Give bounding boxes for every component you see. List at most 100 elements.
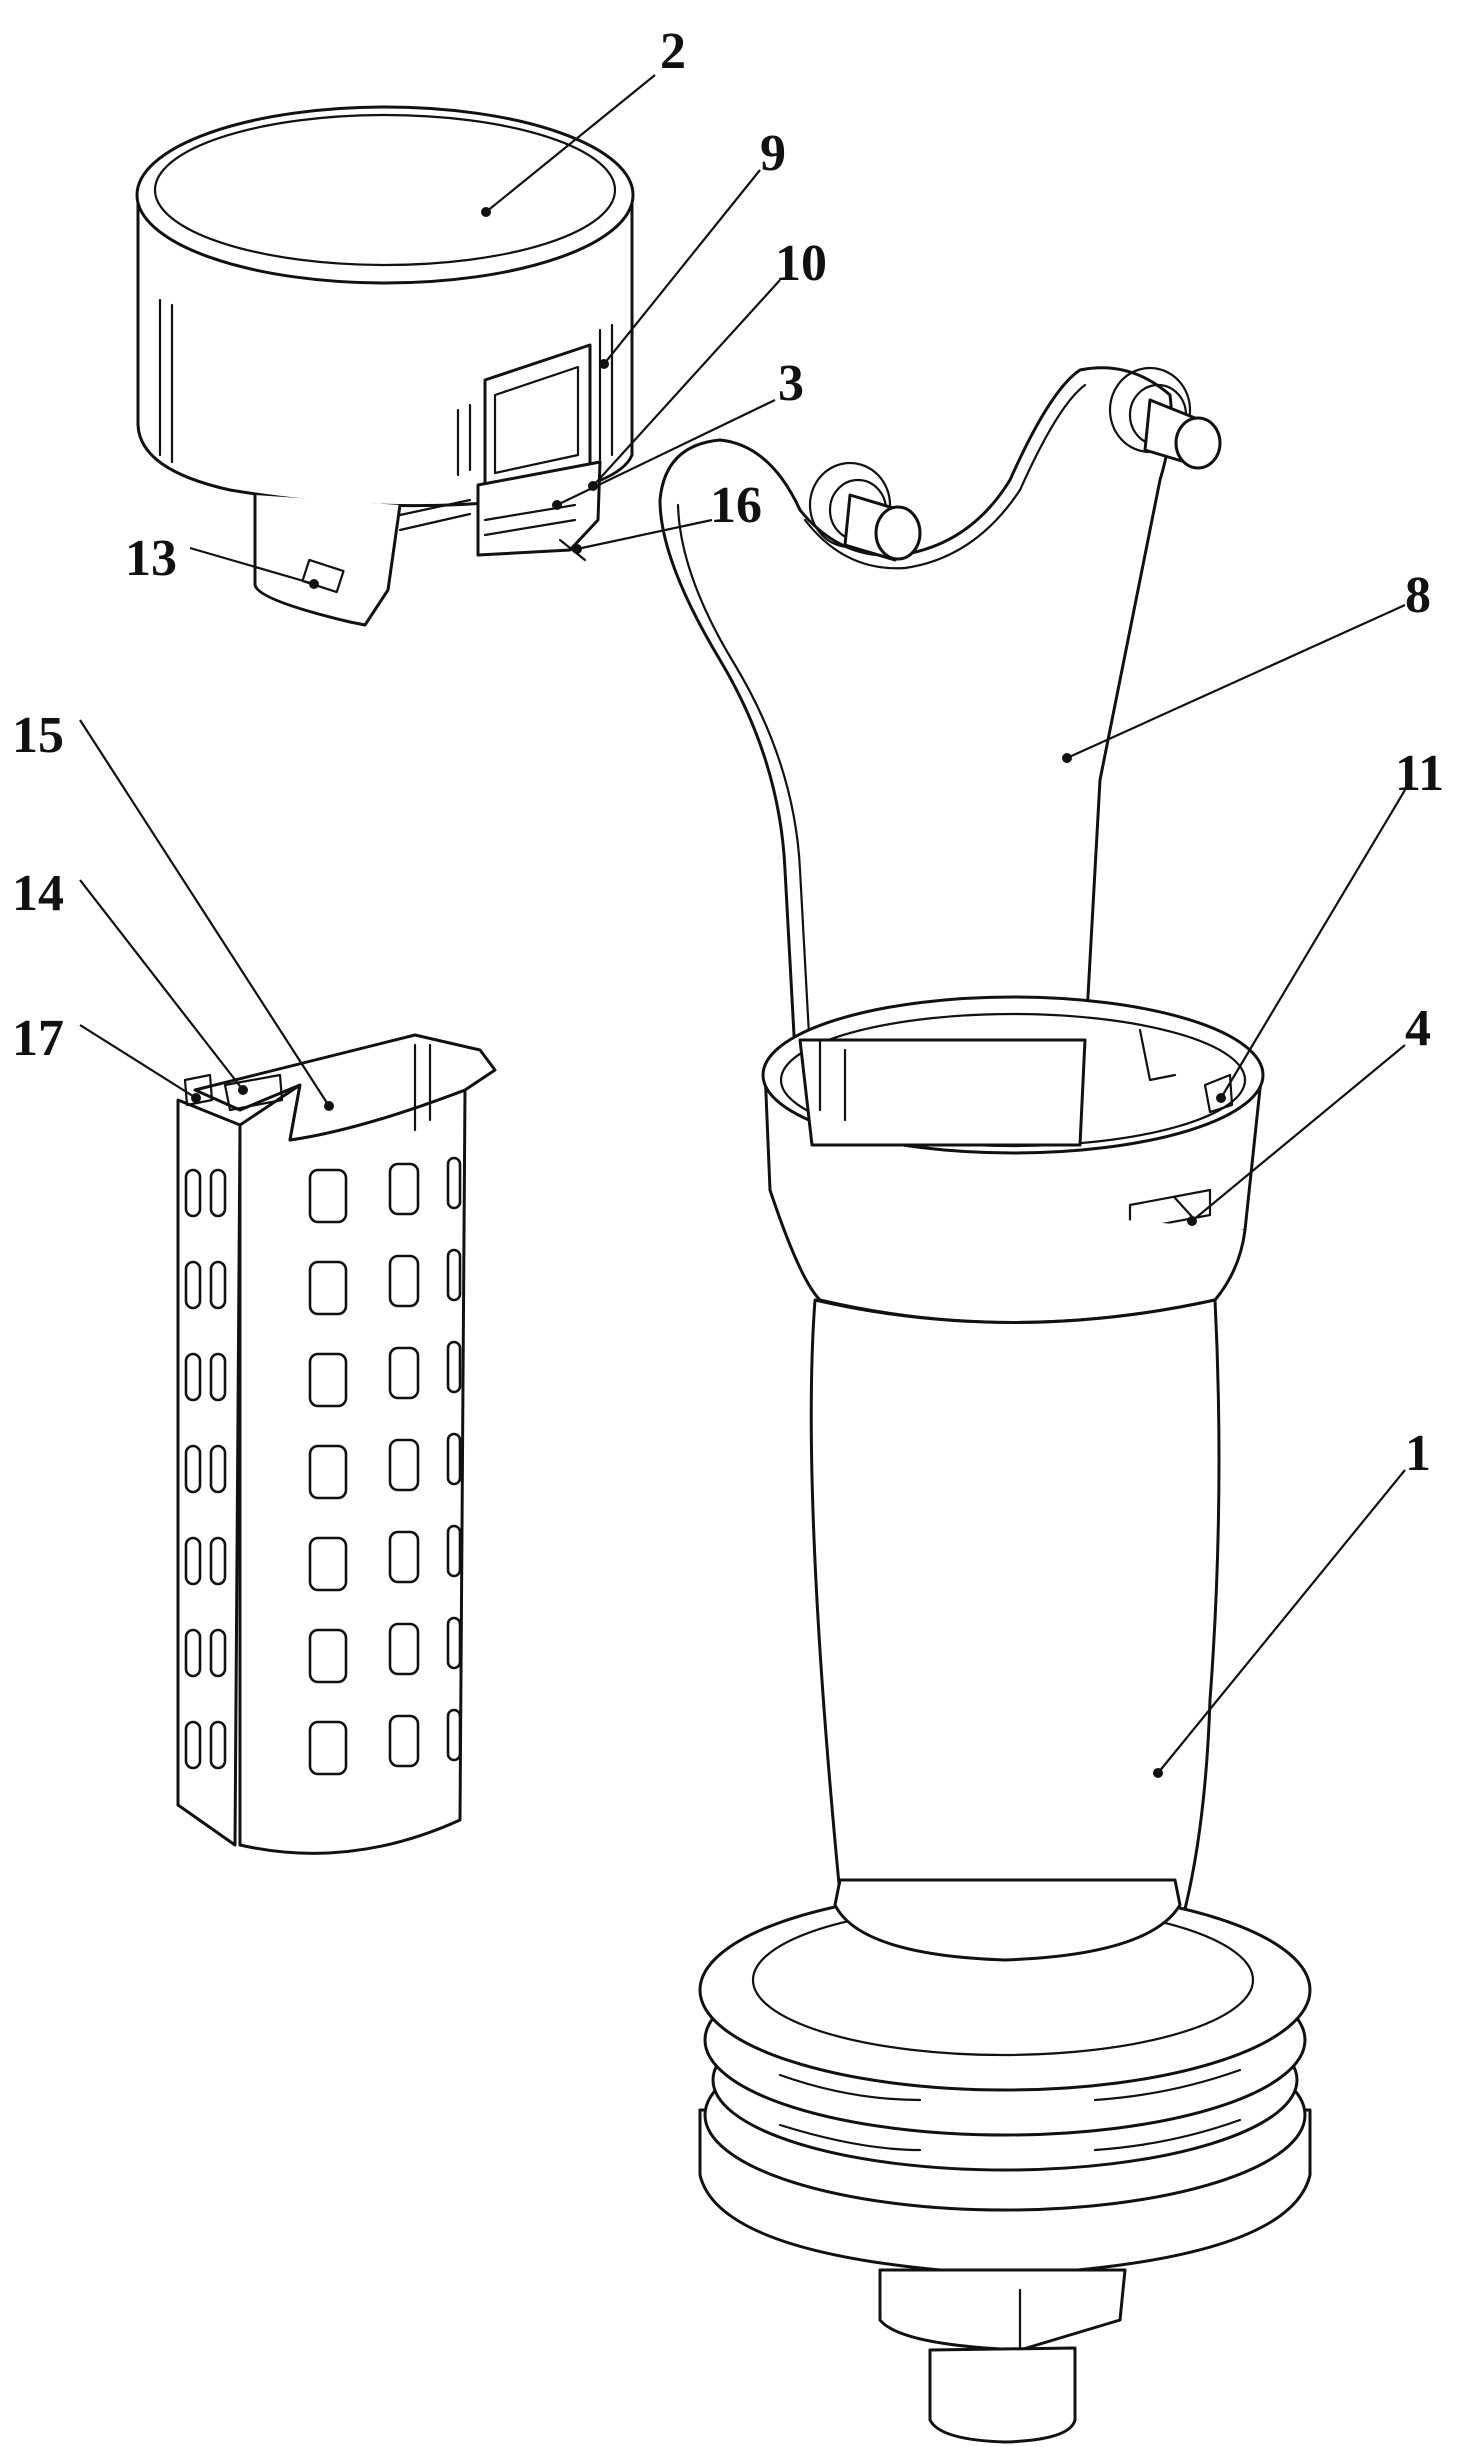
fork-bracket-edge bbox=[676, 503, 817, 1147]
cage-hole bbox=[184, 1168, 202, 1218]
dot-10 bbox=[588, 481, 598, 491]
cage-hole bbox=[388, 1714, 420, 1768]
leader-dots bbox=[191, 207, 1226, 1778]
dot-13 bbox=[309, 579, 319, 589]
cage-hole bbox=[209, 1536, 227, 1586]
stud bbox=[928, 2346, 1077, 2444]
label-2: 2 bbox=[660, 23, 686, 80]
dot-2 bbox=[481, 207, 491, 217]
perforated-cage-component bbox=[176, 1033, 497, 1855]
leader-9 bbox=[603, 169, 761, 365]
leader-10 bbox=[592, 279, 781, 487]
cage-hole bbox=[388, 1438, 420, 1492]
cap-slot bbox=[598, 323, 614, 462]
cage-hole bbox=[308, 1260, 348, 1316]
cage-hole bbox=[446, 1432, 462, 1486]
main-body-component bbox=[698, 995, 1312, 2444]
cage-hole bbox=[184, 1628, 202, 1678]
cap-window-inner bbox=[493, 365, 580, 475]
cage-hole bbox=[184, 1720, 202, 1770]
cage-hook bbox=[223, 1073, 284, 1112]
cage-hole bbox=[209, 1444, 227, 1494]
cage-hole bbox=[209, 1260, 227, 1310]
cage-hole bbox=[388, 1622, 420, 1676]
cap-left-groove bbox=[158, 298, 174, 464]
dot-14 bbox=[238, 1085, 248, 1095]
cage-hole bbox=[308, 1628, 348, 1684]
leader-13 bbox=[189, 546, 315, 586]
left-pin-end bbox=[874, 505, 922, 561]
leader-15 bbox=[79, 719, 330, 1107]
cage-hole bbox=[446, 1156, 462, 1210]
cage-hole bbox=[184, 1444, 202, 1494]
cage-hole bbox=[209, 1168, 227, 1218]
dot-4 bbox=[1187, 1216, 1197, 1226]
cage-hole bbox=[388, 1346, 420, 1400]
collar-catch bbox=[1203, 1073, 1234, 1114]
cap-component bbox=[135, 105, 635, 627]
label-11: 11 bbox=[1395, 745, 1444, 802]
cage-hole bbox=[209, 1352, 227, 1402]
cage-hole bbox=[388, 1254, 420, 1308]
label-17: 17 bbox=[12, 1010, 64, 1067]
label-14: 14 bbox=[12, 865, 64, 922]
label-13: 13 bbox=[125, 530, 177, 587]
cage-hole bbox=[308, 1352, 348, 1408]
dot-9 bbox=[599, 359, 609, 369]
leader-2 bbox=[485, 74, 656, 213]
label-16: 16 bbox=[710, 477, 762, 534]
cap-lower-rail bbox=[398, 498, 472, 532]
cap-lower-block bbox=[253, 495, 402, 627]
barrel bbox=[809, 1298, 1221, 1947]
cage-back-panel bbox=[193, 1033, 497, 1142]
dot-15 bbox=[324, 1101, 334, 1111]
cage-main-panel bbox=[238, 1083, 467, 1855]
cage-edge-tab bbox=[183, 1073, 214, 1107]
dot-16 bbox=[572, 544, 582, 554]
dot-11 bbox=[1216, 1093, 1226, 1103]
label-8: 8 bbox=[1405, 567, 1431, 624]
cage-hole bbox=[209, 1628, 227, 1678]
fork-bracket-edge-top bbox=[803, 383, 1087, 570]
leader-17 bbox=[79, 1024, 197, 1099]
cage-holes bbox=[184, 1156, 462, 1776]
cage-hole bbox=[308, 1536, 348, 1592]
cage-hole bbox=[388, 1530, 420, 1584]
leader-11 bbox=[1220, 789, 1406, 1099]
fork-bracket-component bbox=[658, 366, 1222, 1147]
cage-hole bbox=[308, 1444, 348, 1500]
cap-top-face bbox=[135, 105, 635, 285]
label-10: 10 bbox=[775, 235, 827, 292]
dot-1 bbox=[1153, 1768, 1163, 1778]
cage-hole bbox=[184, 1536, 202, 1586]
dot-3 bbox=[552, 500, 562, 510]
cage-back-slot bbox=[413, 1043, 432, 1132]
hex-nut bbox=[878, 2268, 1127, 2352]
cap-window-post-left bbox=[456, 403, 472, 477]
label-15: 15 bbox=[12, 707, 64, 764]
dot-8 bbox=[1062, 753, 1072, 763]
collar-inner-tabs bbox=[818, 1028, 1177, 1122]
cage-hole bbox=[388, 1162, 420, 1216]
cage-hole bbox=[308, 1720, 348, 1776]
right-pin-end bbox=[1174, 416, 1222, 470]
leader-16 bbox=[576, 518, 713, 551]
cage-hole bbox=[446, 1524, 462, 1578]
fork-stem-in-collar bbox=[798, 1038, 1087, 1147]
cage-hole bbox=[308, 1168, 348, 1224]
leader-8 bbox=[1066, 603, 1406, 760]
cage-hole bbox=[184, 1352, 202, 1402]
leader-1 bbox=[1157, 1469, 1406, 1774]
leader-14 bbox=[79, 879, 244, 1091]
label-3: 3 bbox=[778, 355, 804, 412]
cage-hole bbox=[184, 1260, 202, 1310]
reference-labels: 2 9 10 3 16 13 15 14 17 8 11 4 1 bbox=[12, 23, 1444, 1482]
cage-hole bbox=[446, 1616, 462, 1670]
cap-lug bbox=[301, 558, 345, 594]
label-4: 4 bbox=[1405, 1000, 1431, 1057]
label-9: 9 bbox=[760, 125, 786, 182]
cage-hole bbox=[446, 1340, 462, 1394]
dot-17 bbox=[191, 1093, 201, 1103]
cap-top-inner-rim bbox=[153, 113, 617, 267]
